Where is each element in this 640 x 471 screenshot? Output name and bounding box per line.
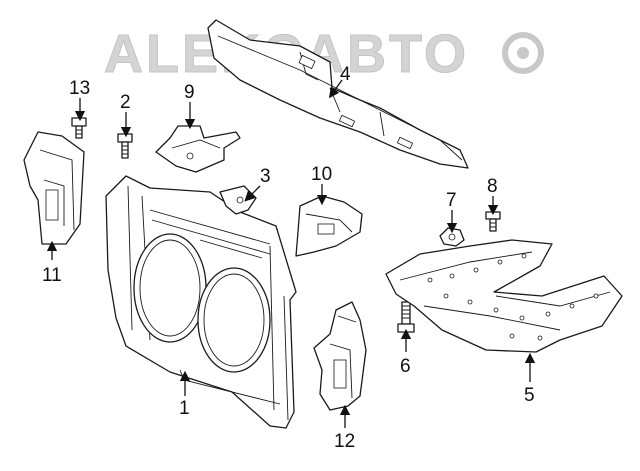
callout-labels: 1 2 3 4 5 6 7 8 9 10 11 12 13	[42, 64, 535, 452]
part-2-bolt	[117, 133, 133, 159]
part-8-bolt	[485, 211, 501, 232]
part-13-bolt	[71, 117, 87, 139]
callout-1: 1	[179, 398, 190, 419]
callout-11: 11	[42, 265, 62, 286]
callout-2: 2	[120, 92, 131, 113]
callout-8: 8	[487, 176, 498, 197]
part-6-bolt	[397, 301, 415, 333]
callout-9: 9	[184, 82, 195, 103]
part-11-left-air-guide	[23, 131, 85, 245]
callout-5: 5	[524, 385, 535, 406]
leader-lines	[46, 79, 536, 428]
part-1-radiator-core-support	[105, 175, 297, 429]
callout-6: 6	[400, 356, 411, 377]
part-9-bracket	[155, 125, 241, 173]
callout-4: 4	[340, 64, 351, 85]
callout-12: 12	[334, 431, 355, 452]
callout-3: 3	[260, 166, 271, 187]
part-12-right-air-guide	[313, 301, 367, 411]
callout-10: 10	[311, 164, 332, 185]
shield-holes	[427, 253, 599, 341]
callout-7: 7	[446, 190, 457, 211]
part-10-bracket	[295, 195, 363, 257]
callout-13: 13	[69, 78, 90, 99]
part-5-splash-shield	[385, 239, 623, 353]
part-7-nut	[439, 227, 465, 247]
